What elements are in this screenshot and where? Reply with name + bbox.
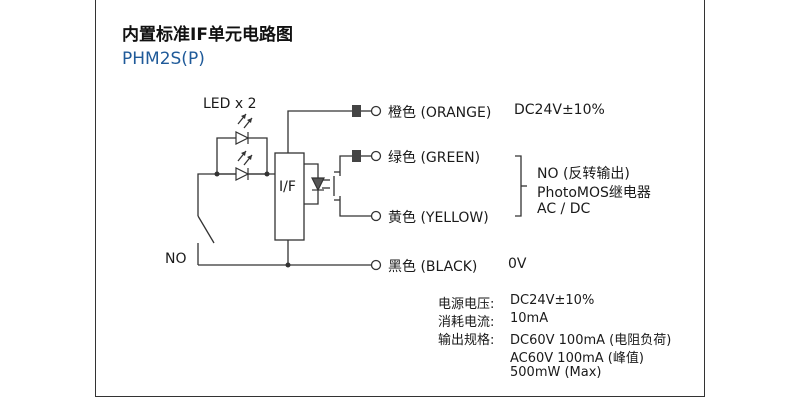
black-voltage-label: 0V [508, 256, 527, 272]
output-no-label: NO (反转输出) [537, 166, 630, 182]
orange-wire [287, 110, 352, 153]
yellow-label: 黄色 (YELLOW) [388, 210, 489, 226]
spec-key: 消耗电流: [438, 315, 495, 330]
orange-label: 橙色 (ORANGE) [388, 105, 492, 121]
if-block-label: I/F [279, 179, 296, 195]
spec-value: DC60V 100mA (电阻负荷) [510, 333, 672, 348]
black-terminal [370, 259, 382, 271]
output-relay-label: PhotoMOS继电器 [537, 185, 651, 201]
spec-value: 10mA [510, 311, 549, 326]
spec-key: 输出规格: [438, 333, 495, 348]
no-switch-blade [197, 215, 215, 244]
output-bracket [515, 155, 522, 217]
green-terminal [370, 150, 382, 162]
orange-marker [352, 105, 361, 117]
orange-terminal [370, 105, 382, 117]
spec-value: AC60V 100mA (峰值) [510, 351, 644, 366]
led-upper-icon [235, 131, 250, 145]
model-name: PHM2S(P) [122, 49, 205, 69]
green-wire [339, 155, 352, 176]
spec-value: 500mW (Max) [510, 365, 602, 380]
junction-black [285, 262, 291, 268]
junction-led-left [214, 171, 220, 177]
yellow-wire [339, 196, 372, 217]
black-label: 黑色 (BLACK) [388, 259, 478, 275]
green-marker [352, 150, 361, 162]
diagram-frame [95, 0, 705, 397]
spec-value: DC24V±10% [510, 293, 595, 308]
led-lower-icon [235, 167, 250, 181]
photomos-led-icon [311, 177, 325, 192]
if-block [274, 152, 305, 241]
output-acdc-label: AC / DC [537, 201, 591, 217]
no-switch-label: NO [165, 251, 187, 267]
green-label: 绿色 (GREEN) [388, 150, 481, 166]
spec-key: 电源电压: [438, 297, 495, 312]
orange-voltage-label: DC24V±10% [514, 102, 605, 118]
diagram-title: 内置标准IF单元电路图 [122, 25, 293, 45]
yellow-terminal [370, 210, 382, 222]
junction-led-right [264, 171, 270, 177]
led-count-label: LED x 2 [203, 96, 257, 112]
